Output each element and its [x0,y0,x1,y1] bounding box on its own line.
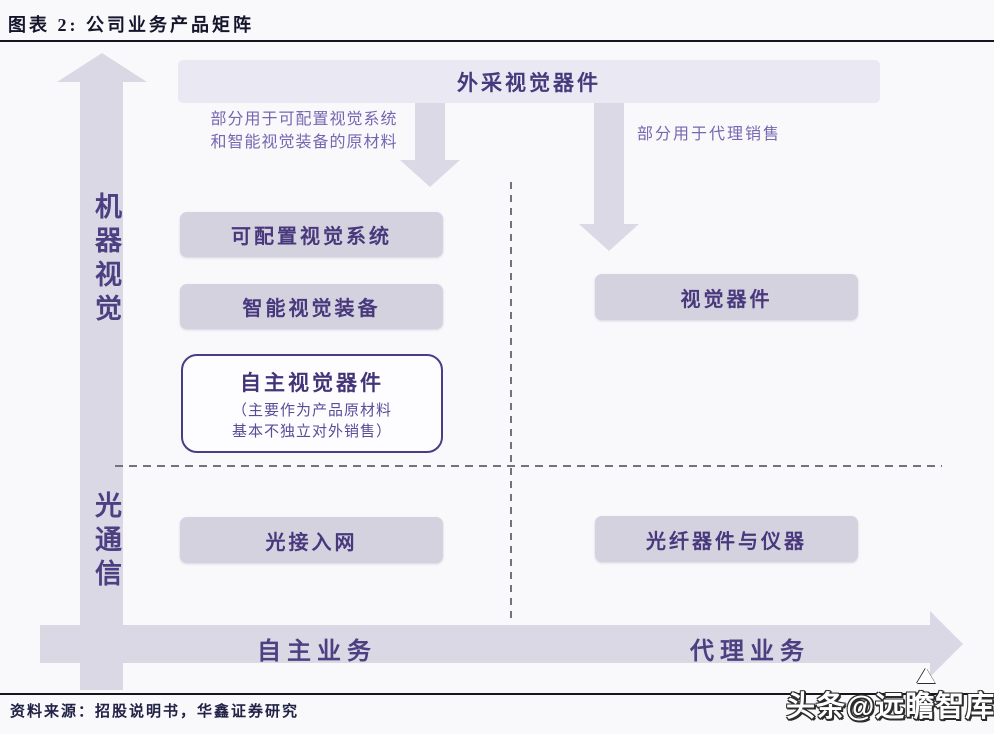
vision-devices-box: 视觉器件 [595,274,858,320]
self-vision-components-note: （主要作为产品原材料 基本不独立对外销售） [183,401,441,443]
figure-title: 图表 2: 公司业务产品矩阵 [8,15,254,35]
title-rule [0,40,994,42]
y-axis-arrow-shaft [80,81,123,690]
annotation-left: 部分用于可配置视觉系统 和智能视觉装备的原材料 [178,108,430,154]
external-vision-components-box: 外采视觉器件 [178,60,880,103]
self-vision-components-box: 自主视觉器件 （主要作为产品原材料 基本不独立对外销售） [181,354,443,453]
self-vision-components-note-line2: 基本不独立对外销售） [231,424,392,440]
configurable-vision-system-box: 可配置视觉系统 [180,212,443,257]
down-arrow-right-icon [579,224,639,251]
y-axis-arrowhead-icon [57,53,147,82]
annotation-left-line1: 部分用于可配置视觉系统 [210,111,398,128]
bottom-rule [0,693,994,695]
fiber-devices-instruments-box: 光纤器件与仪器 [595,516,858,562]
annotation-left-line2: 和智能视觉装备的原材料 [210,134,398,151]
down-arrow-left-icon [400,160,460,187]
y-axis-label-optical-communication: 光通信 [91,491,121,593]
intelligent-vision-equipment-box: 智能视觉装备 [180,284,443,329]
vertical-dashed-divider [510,182,512,618]
x-axis-label-self-business: 自主业务 [257,639,377,665]
down-arrow-right-shaft [594,103,624,224]
horizontal-dashed-divider [115,465,942,467]
x-axis-arrowhead-icon [930,611,963,677]
optical-access-network-box: 光接入网 [180,517,443,563]
down-arrow-left-shaft [415,103,445,160]
self-vision-components-title: 自主视觉器件 [240,371,384,395]
source-note: 资料来源：招股说明书，华鑫证券研究 [10,704,300,720]
watermark: 头条@远瞻智库 [786,691,994,723]
y-axis-label-machine-vision: 机器视觉 [91,192,121,328]
self-vision-components-note-line1: （主要作为产品原材料 [231,403,392,419]
watermark-triangle-icon [917,668,935,683]
annotation-right: 部分用于代理销售 [637,126,782,143]
x-axis-label-agency-business: 代理业务 [690,639,810,665]
x-axis-arrow-shaft [40,625,932,663]
